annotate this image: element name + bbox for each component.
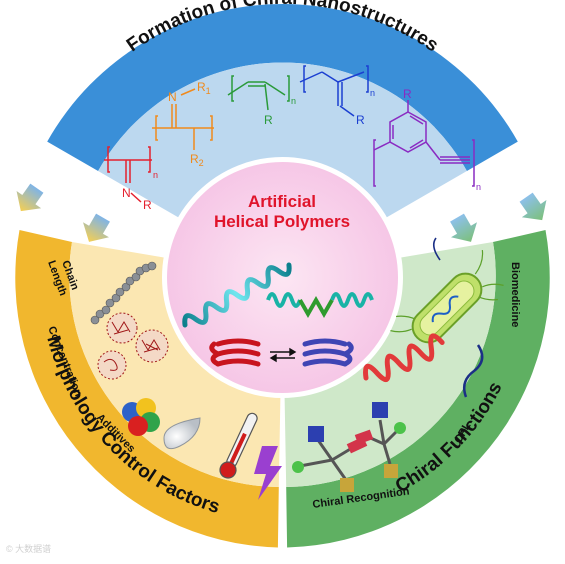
watermark: © 大数据谱 — [6, 543, 51, 554]
structure-polyallene — [299, 65, 369, 117]
structure-polyimine — [152, 88, 214, 150]
right-sector-outer-band — [286, 230, 550, 548]
bacterium-tail — [463, 344, 484, 398]
biomedicine-label: Biomedicine — [509, 262, 521, 327]
helix-red — [209, 338, 261, 367]
s1-substituent-label: R — [143, 198, 152, 212]
solvent-drop-icon — [163, 417, 201, 450]
additive-spheres-icon — [122, 398, 160, 436]
center-title-line1: Artificial — [248, 192, 316, 211]
s5-repeat-label: n — [476, 182, 481, 192]
s1-atom-label: N — [122, 186, 131, 200]
center-title-line2: Helical Polymers — [214, 212, 350, 231]
structure-polyisocyanide — [104, 146, 152, 203]
down-arrow-right-inner — [450, 213, 477, 242]
s3-repeat-label: n — [291, 96, 296, 106]
down-arrow-left-inner — [83, 213, 110, 242]
s2-atom-label: N — [168, 90, 177, 104]
thermometer-icon — [219, 412, 258, 479]
helix-green — [266, 292, 374, 319]
s4-substituent-label: R — [356, 113, 365, 127]
equilibrium-arrows — [269, 347, 297, 363]
s1-repeat-label: n — [153, 170, 158, 180]
bacterium-tail-2 — [432, 237, 441, 261]
s4-repeat-label: n — [370, 88, 375, 98]
chiral-recognition-icon — [292, 402, 406, 492]
structure-polyacetylene — [227, 75, 290, 111]
bacterium-icon — [390, 249, 504, 344]
light-bolt-icon — [254, 446, 282, 500]
polymer-chain-icon — [90, 261, 157, 325]
helix-blue — [302, 338, 354, 367]
left-sector-outer-band — [15, 230, 279, 548]
concentration-icon — [97, 312, 169, 380]
s2-r1-label: R1 — [197, 80, 211, 96]
cpl-helix-icon — [363, 333, 445, 383]
down-arrow-right-outer — [519, 192, 547, 221]
s5-substituent-label: R — [403, 87, 412, 101]
s3-substituent-label: R — [264, 113, 273, 127]
down-arrow-left-outer — [16, 183, 44, 212]
center-circle — [162, 157, 403, 398]
s2-r2-label: R2 — [190, 152, 204, 168]
helix-cyan — [182, 262, 292, 328]
structure-phenylacetylene — [373, 100, 475, 187]
top-sector-outer-band — [47, 4, 518, 171]
